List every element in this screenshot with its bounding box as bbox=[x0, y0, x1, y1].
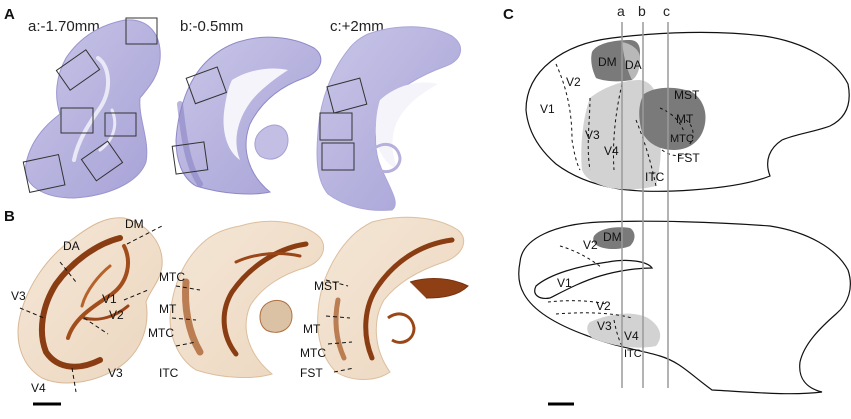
label-s2-mt: MT bbox=[159, 302, 177, 316]
lateral-label-v1: V1 bbox=[540, 102, 555, 116]
nissl-section-2 bbox=[171, 36, 322, 195]
lateral-label-itc: ITC bbox=[645, 170, 665, 184]
medial-brain-view bbox=[518, 220, 851, 395]
medial-label-dm: DM bbox=[603, 230, 622, 244]
lateral-brain-view bbox=[525, 31, 850, 192]
label-s2-itc: ITC bbox=[159, 366, 179, 380]
medial-label-v2-top: V2 bbox=[583, 238, 598, 252]
label-s1-v3b: V3 bbox=[108, 366, 123, 380]
line-label-a: a bbox=[617, 3, 625, 19]
lateral-label-fst: FST bbox=[677, 151, 700, 165]
panel-letter-b: B bbox=[4, 208, 15, 225]
medial-label-v4: V4 bbox=[624, 329, 639, 343]
label-s1-v2: V2 bbox=[109, 308, 124, 322]
nissl-section-3 bbox=[316, 26, 461, 211]
label-s1-v4: V4 bbox=[31, 381, 46, 395]
myelin-section-3 bbox=[317, 216, 469, 380]
lateral-label-v4: V4 bbox=[604, 144, 619, 158]
label-s3-mst: MST bbox=[314, 279, 340, 293]
label-s1-da: DA bbox=[63, 239, 80, 253]
section-label-b: b:-0.5mm bbox=[180, 18, 243, 35]
lateral-label-mt: MT bbox=[676, 112, 694, 126]
medial-label-itc: ITC bbox=[624, 348, 642, 360]
nissl-section-1 bbox=[22, 17, 161, 199]
lateral-label-v3: V3 bbox=[585, 128, 600, 142]
label-s3-mt: MT bbox=[303, 322, 321, 336]
lateral-label-mtc: MTC bbox=[670, 133, 694, 145]
label-s1-v1: V1 bbox=[102, 292, 117, 306]
line-label-c: c bbox=[663, 3, 670, 19]
lateral-label-mst: MST bbox=[674, 88, 700, 102]
line-label-b: b bbox=[638, 3, 646, 19]
medial-label-v2-bottom: V2 bbox=[596, 299, 611, 313]
panel-letter-c: C bbox=[503, 6, 514, 23]
lateral-label-dm: DM bbox=[598, 55, 617, 69]
section-label-a: a:-1.70mm bbox=[28, 18, 100, 35]
panel-letter-a: A bbox=[4, 6, 15, 23]
medial-label-v1: V1 bbox=[557, 276, 572, 290]
section-label-c: c:+2mm bbox=[330, 18, 384, 35]
lateral-label-da: DA bbox=[625, 58, 642, 72]
lateral-label-v2: V2 bbox=[566, 75, 581, 89]
label-s2-mtc: MTC bbox=[148, 326, 174, 340]
label-s3-mtc: MTC bbox=[300, 346, 326, 360]
label-s1-dm: DM bbox=[125, 217, 144, 231]
medial-label-v3: V3 bbox=[597, 319, 612, 333]
label-s2-mtc-top: MTC bbox=[159, 270, 185, 284]
myelin-section-2 bbox=[169, 220, 325, 378]
label-s1-v3a: V3 bbox=[11, 289, 26, 303]
label-s3-fst: FST bbox=[300, 366, 323, 380]
myelin-section-1 bbox=[17, 217, 163, 393]
